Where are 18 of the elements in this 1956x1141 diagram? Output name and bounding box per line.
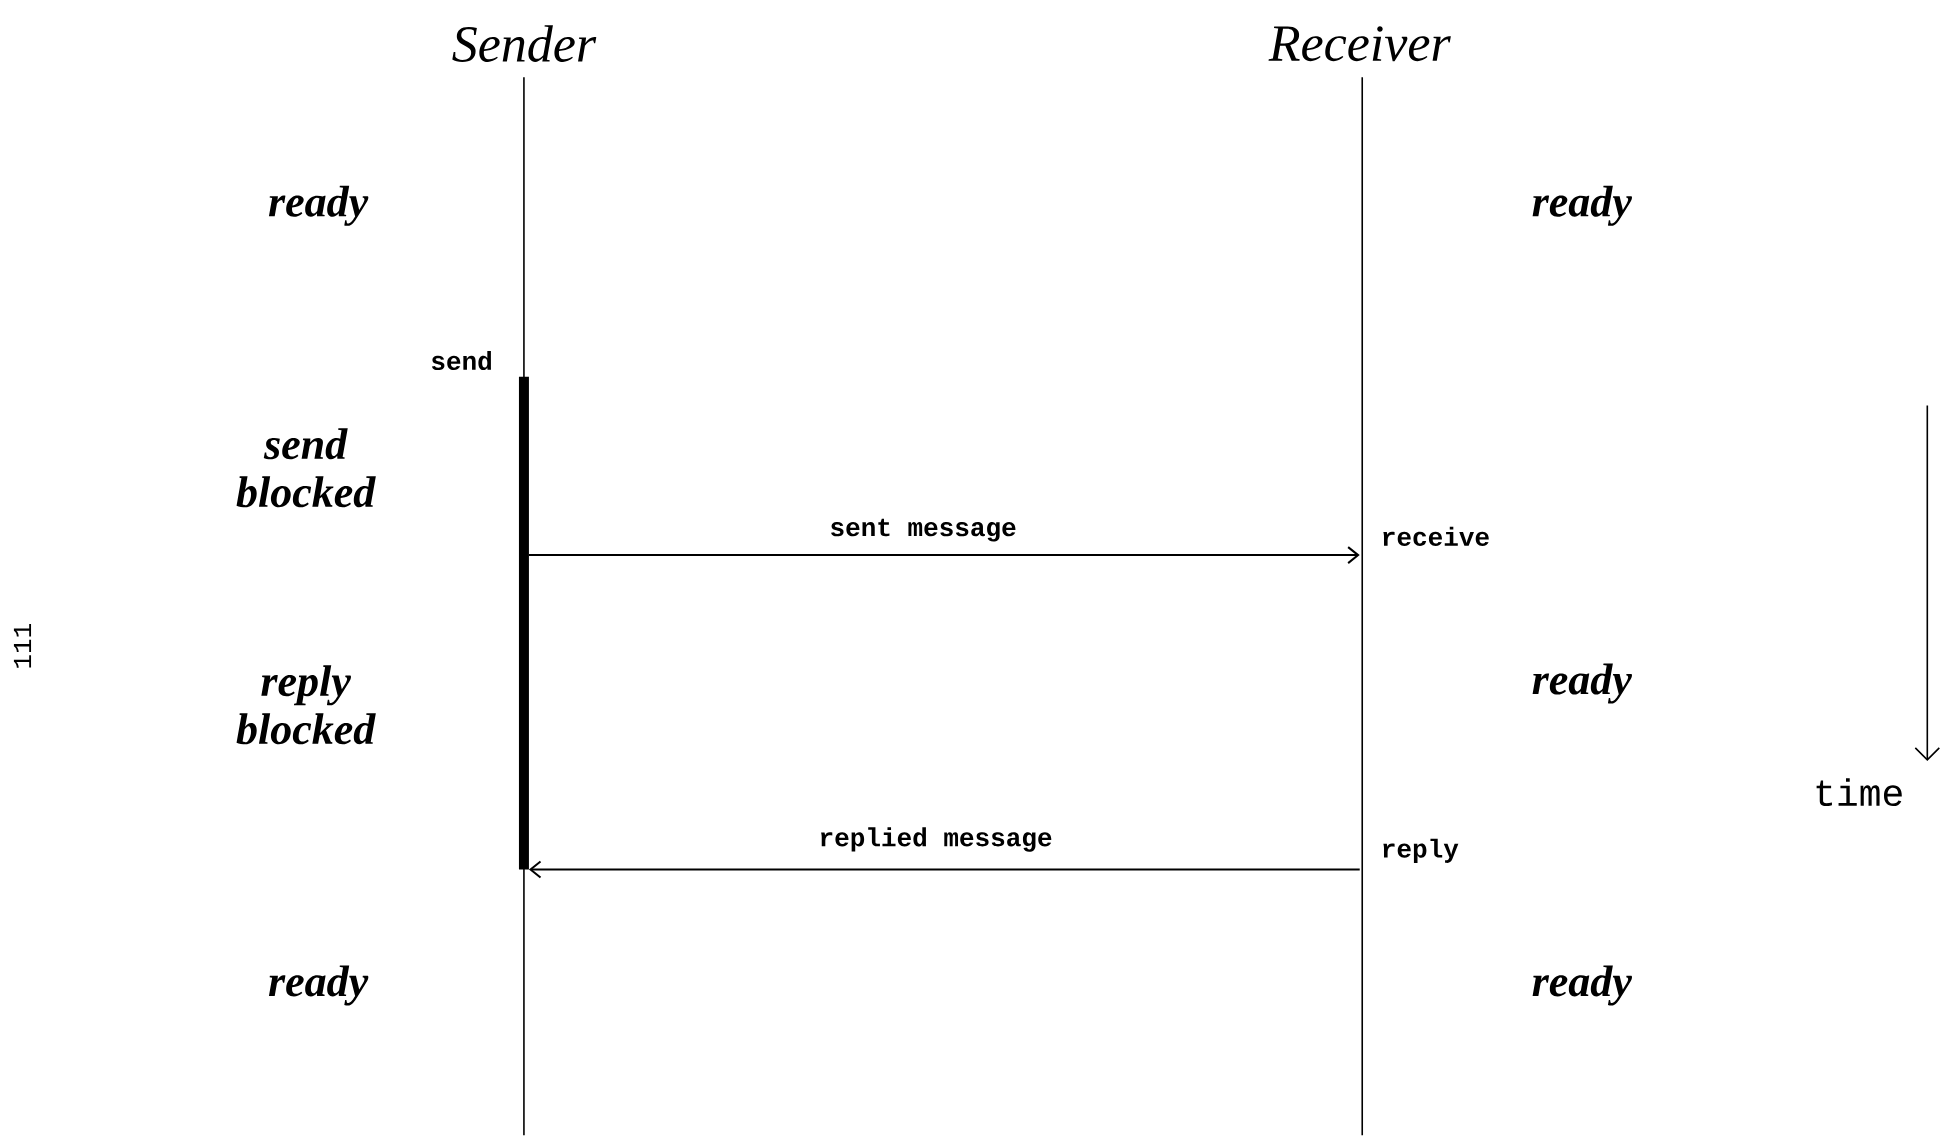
axis-label: time (1816, 778, 1902, 806)
state-label: ready (1532, 965, 1632, 1006)
state-label: send blocked (236, 428, 376, 508)
state-label: ready (1532, 185, 1632, 226)
lifeline-heading: Receiver (1268, 26, 1451, 61)
state-label: reply blocked (236, 665, 376, 745)
arrow (527, 545, 1360, 564)
event-label: receive (1383, 526, 1489, 546)
event-label: reply (1383, 838, 1459, 863)
arrow (528, 860, 1361, 879)
event-label: send (431, 350, 491, 370)
state-label: ready (268, 965, 369, 1006)
state-label: ready (1532, 663, 1632, 704)
state-label: ready (268, 185, 369, 226)
side-mark: 111 (13, 623, 32, 668)
edge-label: sent message (827, 516, 1019, 544)
edge-label: replied message (816, 825, 1055, 854)
lifeline-heading: Sender (452, 25, 597, 62)
